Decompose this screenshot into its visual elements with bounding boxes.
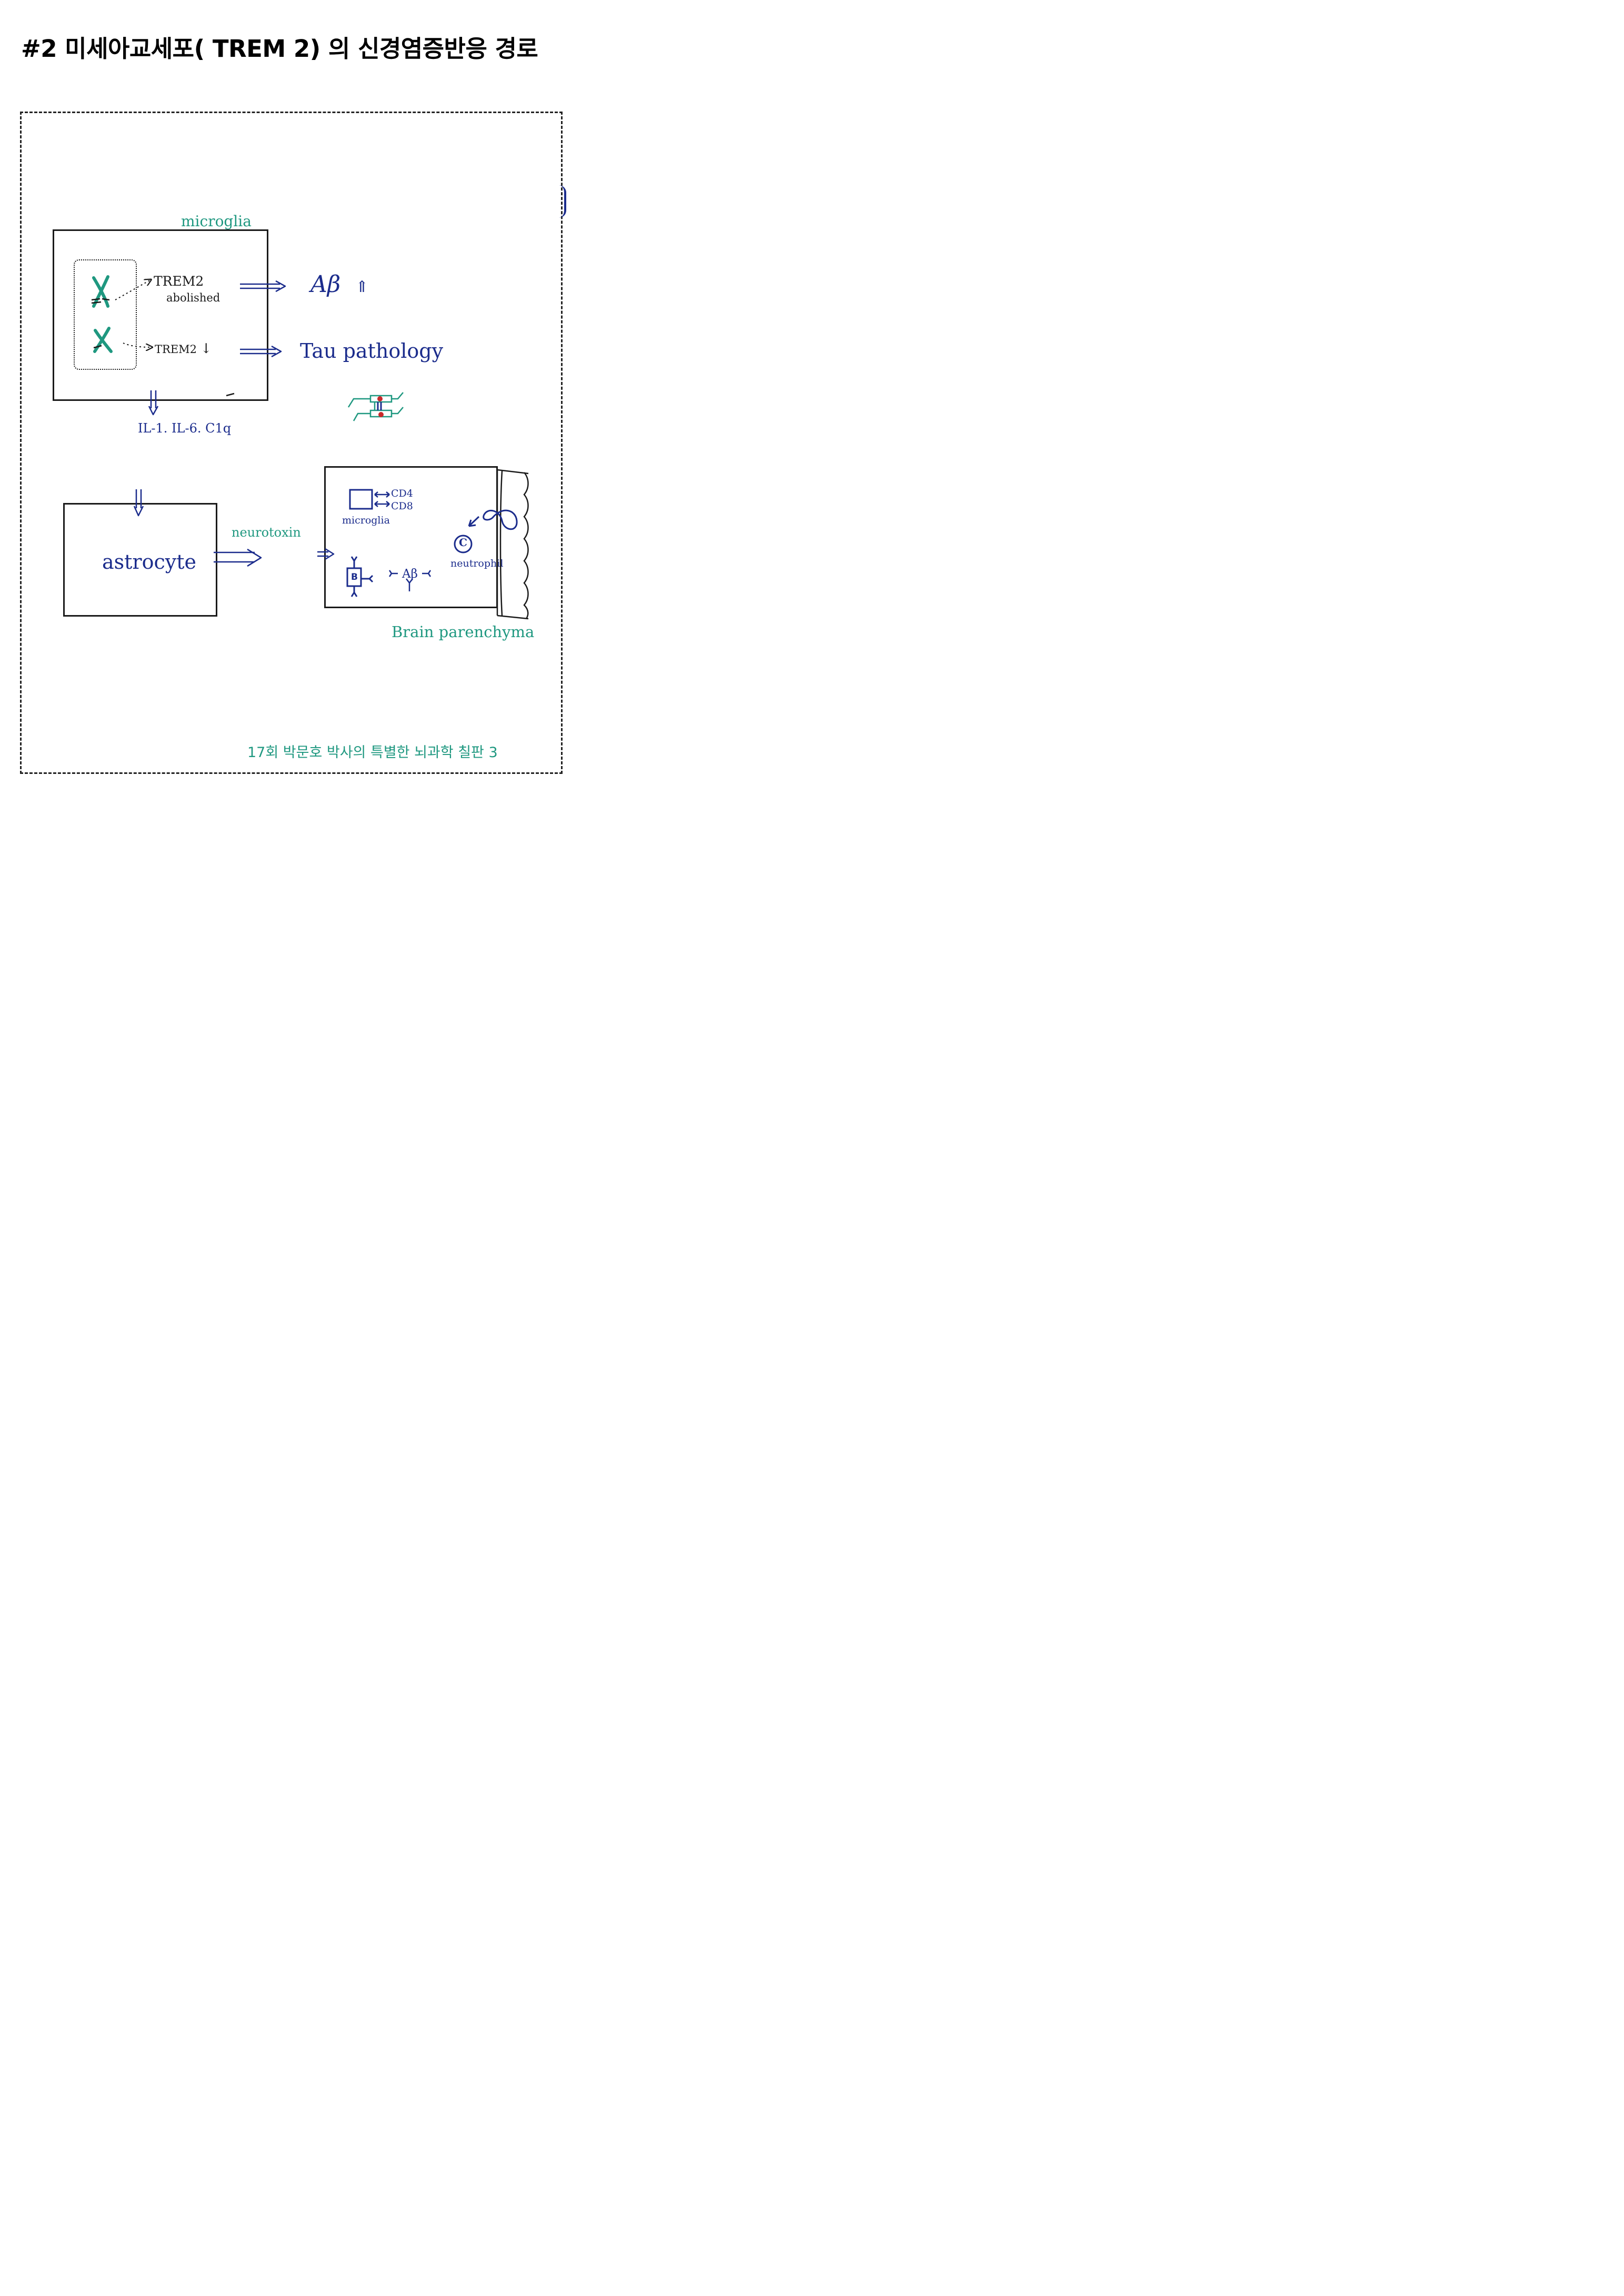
double-arrow-icon <box>148 390 159 416</box>
vessel-wall <box>496 469 529 620</box>
diagram-drawing <box>91 275 529 620</box>
trem2-down-text: TREM2 <box>155 343 197 356</box>
chromosome-icon <box>93 327 113 353</box>
trem2-abolished-line1: TREM2 <box>154 274 204 289</box>
trem2-down-label: TREM2 ↓ <box>155 341 212 357</box>
brain-parenchyma-label: Brain parenchyma <box>392 623 535 641</box>
neurotoxin-label: neurotoxin <box>232 525 301 540</box>
b-cell-letter: B <box>351 572 358 582</box>
abeta-increase-label: Aβ ⇑ <box>310 271 368 298</box>
footer-caption: 17회 박문호 박사의 특별한 뇌과학 칠판 3 <box>247 744 498 761</box>
astrocyte-box <box>63 503 217 617</box>
bidirectional-arrow-icon <box>374 491 390 507</box>
chromosome-mark <box>91 298 110 304</box>
migration-arrow <box>468 516 480 527</box>
trem2-abolished-line2: abolished <box>166 291 220 304</box>
tau-pathology-label: Tau pathology <box>300 339 444 362</box>
b-cell-icon <box>346 556 374 597</box>
edge-mark <box>559 185 566 218</box>
neutrophil-cell-letter: C <box>459 536 467 549</box>
diagram-frame <box>20 112 563 774</box>
neuron-microtubule-icon <box>347 392 404 421</box>
cytokine-label: IL-1. IL-6. C1q <box>138 421 232 436</box>
up-double-arrow-icon: ⇑ <box>355 278 369 296</box>
page-title: #2 미세아교세포( TREM 2) 의 신경염증반응 경로 <box>21 35 538 63</box>
double-arrow-icon <box>240 280 286 293</box>
neutrophil-icon <box>454 535 473 553</box>
cd8-label: CD8 <box>391 500 413 512</box>
double-arrow-icon <box>240 345 282 358</box>
cd4-label: CD4 <box>391 488 413 499</box>
neutrophil-migrating-icon <box>483 509 518 530</box>
microglia-label: microglia <box>181 213 252 230</box>
neutrophil-label: neutrophil <box>450 558 504 569</box>
chromosome-mark <box>93 345 102 349</box>
microglia-small-icon <box>349 489 373 510</box>
down-pointer-arrow <box>123 343 152 347</box>
down-arrow-icon: ↓ <box>200 341 212 357</box>
abeta-small-label: Aβ <box>402 567 418 581</box>
microglia-box-tail <box>226 392 235 397</box>
abeta-text: Aβ <box>310 271 341 298</box>
microglia-small-label: microglia <box>342 515 390 526</box>
double-arrow-icon <box>133 489 144 517</box>
chromosome-group <box>74 259 137 370</box>
antibody-icon <box>388 570 432 591</box>
microglia-box <box>53 229 268 401</box>
astrocyte-label: astrocyte <box>102 550 196 573</box>
double-arrow-icon <box>214 548 262 567</box>
double-arrow-icon <box>317 548 335 560</box>
abolished-pointer-arrow <box>115 280 151 300</box>
chromosome-icon <box>92 275 109 308</box>
